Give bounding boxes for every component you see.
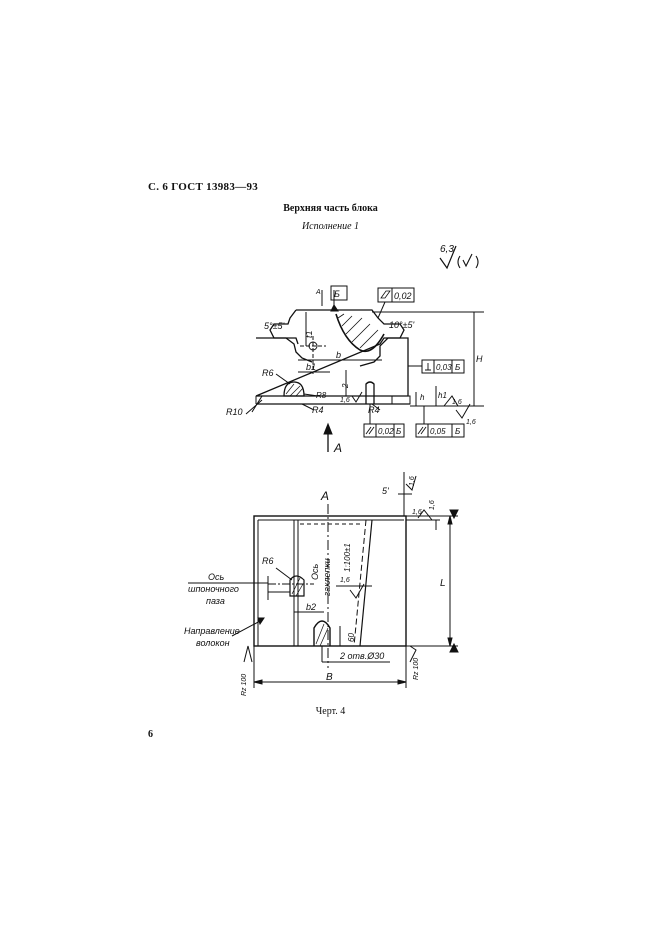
- holes-note: 2 отв.Ø30: [339, 651, 384, 661]
- surface-finish-value: 6,3: [440, 244, 454, 255]
- roughness-rz-left: Rz 100: [241, 674, 248, 696]
- parallelism-tolerance-2: 0,05: [430, 427, 446, 436]
- page-header: С. 6 ГОСТ 13983—93: [148, 181, 259, 193]
- section-subtitle: Исполнение 1: [301, 221, 360, 232]
- roughness-1-6-c: 1,6: [429, 500, 436, 510]
- datum-label-b: Б: [334, 289, 340, 299]
- dim-b2: b2: [306, 602, 316, 612]
- angle-left: 5°±5': [264, 321, 285, 331]
- dim-t1: t1: [304, 330, 314, 338]
- radius-r10: R10: [226, 407, 243, 417]
- top-view: Б А 0,02 5°±5' 10°±5' t1 b b1: [226, 285, 484, 455]
- parallelism-datum-1: Б: [396, 427, 401, 436]
- parallelism-tolerance-1: 0,02: [378, 427, 394, 436]
- dim-B: B: [326, 672, 333, 683]
- section-title: Верхняя часть блока: [283, 203, 378, 214]
- radius-r4-left: R4: [312, 405, 324, 415]
- perpendicularity-tolerance: 0,03: [436, 363, 452, 372]
- surface-finish-mark: 6,3: [439, 244, 479, 270]
- keyway-axis-line1: Ось: [208, 572, 225, 582]
- perpendicularity-datum: Б: [455, 363, 460, 372]
- roughness-rz-right: Rz 100: [413, 658, 420, 680]
- flatness-tolerance: 0,02: [394, 291, 412, 301]
- keyway-axis-line3: паза: [206, 596, 225, 606]
- radius-r6: R6: [262, 368, 274, 378]
- dim-h: h: [420, 393, 425, 402]
- roughness-1-6-bottom: 1,6: [466, 419, 476, 426]
- rivet-tolerance: 1:100±1: [343, 543, 352, 572]
- side-view-label: А: [320, 489, 329, 503]
- arrow-mark: А: [315, 289, 321, 296]
- keyway-axis-line2: шпоночного: [188, 584, 239, 594]
- parallelism-datum-2: Б: [455, 427, 460, 436]
- rivet-axis-line2: заклепки: [322, 558, 332, 597]
- dim-H: H: [476, 354, 483, 364]
- dim-60: 60: [347, 633, 356, 642]
- roughness-1-6-a: 1,6: [409, 476, 416, 486]
- fiber-direction-line2: волокон: [196, 638, 230, 648]
- angle-right: 10°±5': [389, 320, 415, 330]
- side-radius-r6: R6: [262, 556, 274, 566]
- roughness-1-6-right: 1,6: [452, 399, 462, 406]
- view-arrow-label: A: [333, 441, 342, 455]
- roughness-1-6-rivet: 1,6: [340, 577, 350, 584]
- dim-2: 2: [341, 383, 350, 389]
- angle-5-minutes: 5': [382, 486, 389, 496]
- roughness-1-6-b: 1,6: [412, 509, 422, 516]
- page-number: 6: [148, 729, 153, 740]
- radius-r4-right: R4: [368, 405, 380, 415]
- radius-r8: R8: [316, 391, 327, 400]
- dim-h1: h1: [438, 391, 447, 400]
- dim-b: b: [336, 350, 341, 360]
- side-view: А R6 b2 Ось: [184, 472, 459, 696]
- dim-L: L: [440, 578, 446, 589]
- rivet-axis-line1: Ось: [310, 563, 320, 580]
- dim-b1: b1: [306, 362, 316, 372]
- fiber-direction-line1: Направление: [184, 626, 240, 636]
- figure-caption: Черт. 4: [315, 706, 346, 717]
- roughness-1-6-left: 1,6: [340, 397, 350, 404]
